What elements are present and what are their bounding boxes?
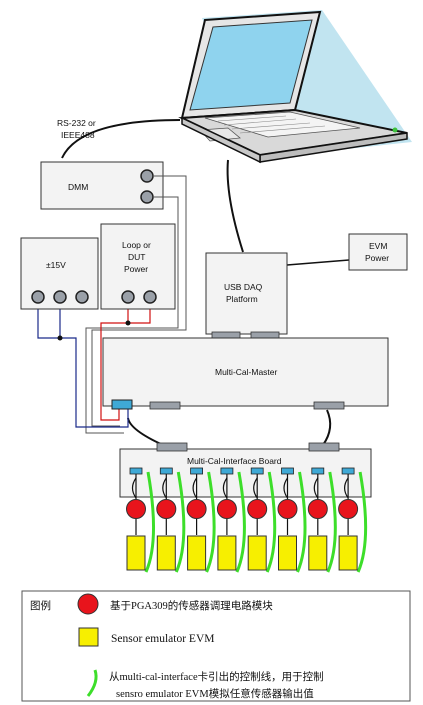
- legend-item3-text-1: 从multi-cal-interface卡引出的控制线，用于控制: [109, 670, 324, 683]
- multi-cal-master-label: Multi-Cal-Master: [215, 367, 278, 377]
- pga309-module-circle: [307, 499, 328, 519]
- legend: 图例 基于PGA309的传感器调理电路模块 Sensor emulator EV…: [21, 590, 411, 702]
- channel-connector: [311, 467, 325, 475]
- channel-cable-loop: [313, 477, 319, 499]
- control-line-green: [265, 471, 277, 573]
- channel-connector: [220, 467, 234, 475]
- control-line-green: [205, 471, 216, 573]
- dmm-box: DMM: [40, 161, 164, 210]
- interface-board-label: Multi-Cal-Interface Board: [187, 456, 282, 466]
- legend-green-line-icon: [86, 669, 98, 697]
- pm15v-supply-box: ±15V: [20, 237, 99, 310]
- channel-cable-loop: [192, 477, 198, 499]
- channel-connector: [159, 467, 173, 475]
- usb-cable: [226, 159, 244, 253]
- channel-connector: [190, 467, 204, 475]
- legend-item1-text: 基于PGA309的传感器调理电路模块: [110, 599, 273, 612]
- rs232-label: RS-232 or: [57, 118, 96, 128]
- dmm-terminal-2: [140, 190, 154, 204]
- control-line-green: [174, 471, 186, 573]
- evm-power-cable: [286, 259, 350, 266]
- legend-item3-text-2: sensro emulator EVM模拟任意传感器输出值: [116, 687, 314, 700]
- evm-power-box: EVM Power: [348, 233, 408, 271]
- loop-power-box: Loop or DUT Power: [100, 223, 176, 310]
- evm-label-2: Power: [365, 253, 389, 263]
- sensor-emulator-evm-rect: [278, 535, 297, 571]
- channel-cable-loop: [283, 477, 288, 499]
- pga309-module-circle: [277, 499, 298, 519]
- control-line-green: [326, 471, 337, 573]
- legend-title: 图例: [30, 599, 51, 612]
- laptop-icon: [178, 10, 412, 164]
- sensor-channels: [126, 467, 368, 573]
- loop-label-3: Power: [124, 264, 148, 274]
- legend-red-circle-icon: [77, 593, 99, 615]
- pga309-module-circle: [247, 499, 268, 519]
- loop-label-2: DUT: [128, 252, 145, 262]
- usb-daq-label-2: Platform: [226, 294, 258, 304]
- multi-cal-master-box: Multi-Cal-Master: [102, 337, 389, 410]
- pga309-module-circle: [156, 499, 177, 519]
- signal-wires: [37, 175, 187, 434]
- channel-connector: [250, 467, 264, 475]
- channel-cable-loop: [253, 477, 258, 499]
- legend-yellow-rect-icon: [78, 627, 99, 647]
- cable-master-interface-1: [127, 417, 164, 446]
- ieee488-label: IEEE488: [61, 130, 95, 140]
- control-line-green: [144, 471, 156, 573]
- channel-connector: [129, 467, 143, 475]
- legend-item2-text: Sensor emulator EVM: [111, 633, 214, 645]
- sensor-emulator-evm-rect: [156, 535, 176, 571]
- pga309-module-circle: [216, 499, 237, 519]
- usb-daq-label-1: USB DAQ: [224, 282, 263, 292]
- channel-cable-loop: [131, 477, 137, 499]
- evm-label-1: EVM: [369, 241, 387, 251]
- channel-cable-loop: [344, 477, 349, 499]
- sensor-emulator-evm-rect: [308, 535, 328, 571]
- sensor-emulator-evm-rect: [187, 535, 207, 571]
- rs232-cable: [61, 119, 181, 159]
- sensor-emulator-evm-rect: [217, 535, 237, 571]
- pga309-module-circle: [126, 499, 146, 519]
- channel-connector: [281, 467, 294, 475]
- pga309-module-circle: [186, 499, 207, 519]
- cable-master-interface-2: [322, 409, 332, 446]
- control-line-green: [296, 471, 307, 573]
- sensor-emulator-evm-rect: [126, 535, 146, 571]
- pga309-module-circle: [338, 499, 359, 519]
- loop-label-1: Loop or: [122, 240, 151, 250]
- channel-cable-loop: [162, 477, 167, 499]
- control-line-green: [356, 471, 368, 573]
- sensor-emulator-evm-rect: [247, 535, 267, 571]
- dmm-label: DMM: [68, 182, 88, 192]
- pm15v-label: ±15V: [46, 260, 66, 270]
- control-line-green: [235, 471, 246, 573]
- dmm-terminal-1: [140, 169, 154, 183]
- channel-connector: [341, 467, 355, 475]
- channel-cable-loop: [222, 477, 228, 499]
- sensor-emulator-evm-rect: [338, 535, 358, 571]
- usb-daq-platform-box: USB DAQ Platform: [205, 252, 288, 339]
